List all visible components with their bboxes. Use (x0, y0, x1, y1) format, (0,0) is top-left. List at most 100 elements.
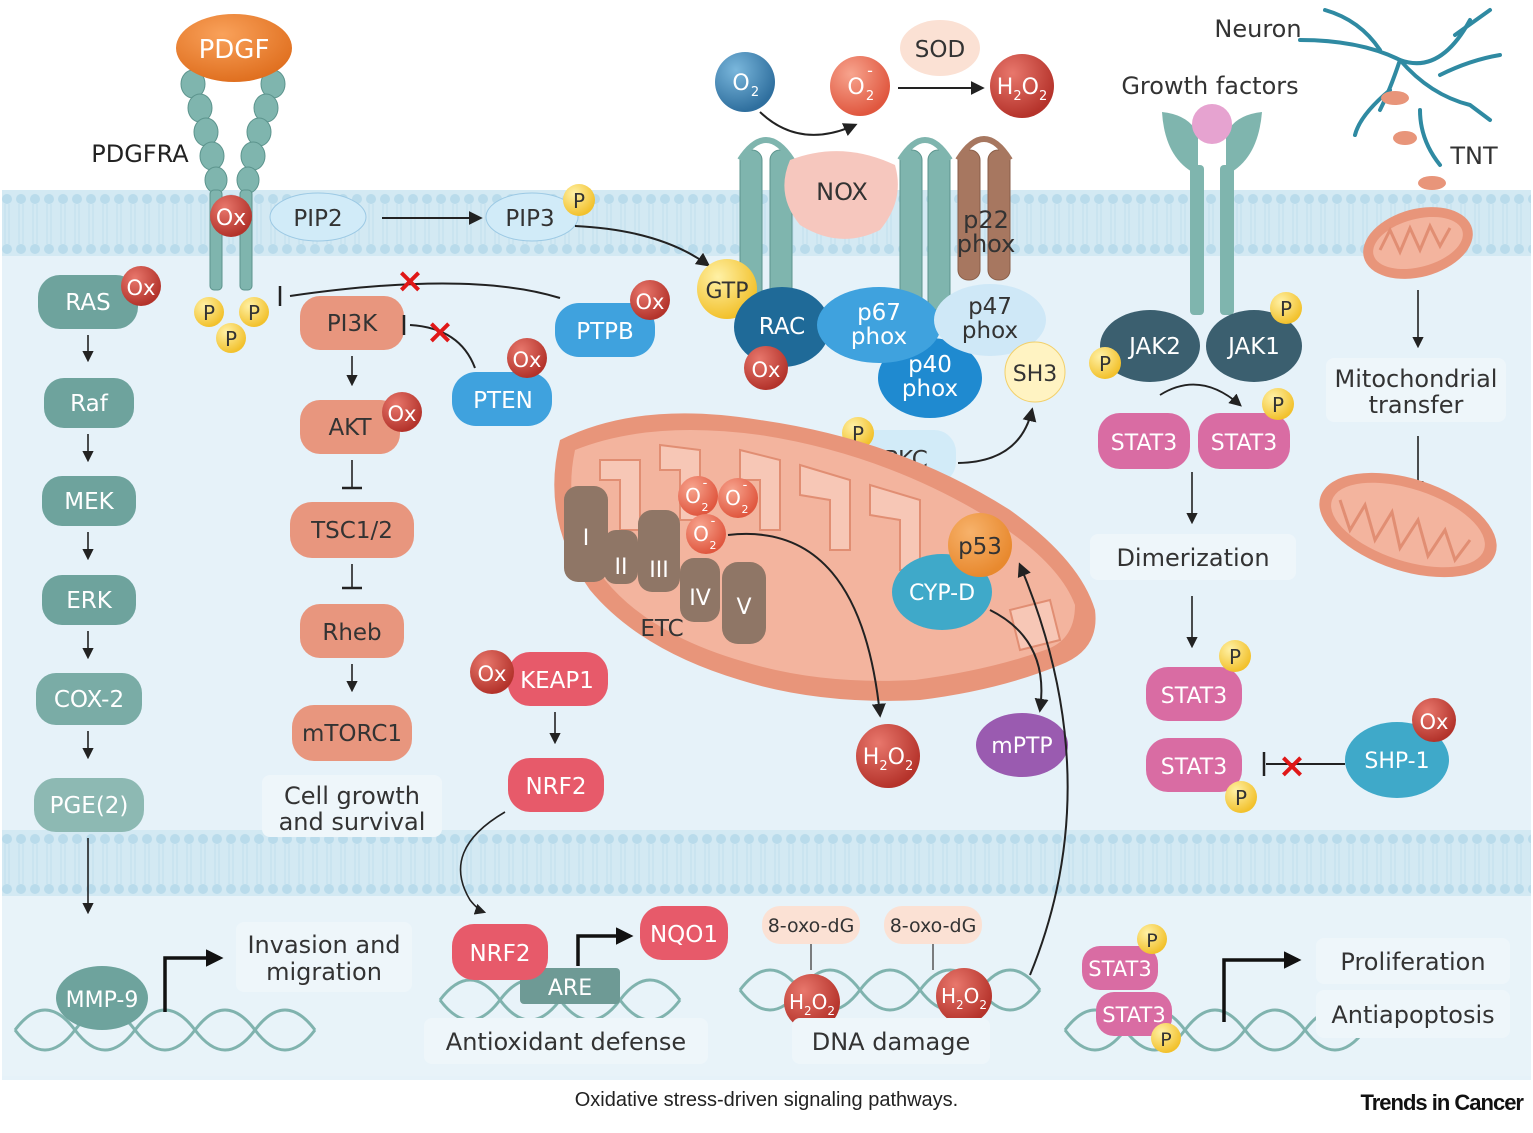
pdgf-label: PDGF (199, 35, 270, 65)
svg-text:RAC: RAC (759, 314, 805, 340)
svg-text:SH3: SH3 (1013, 362, 1058, 387)
svg-text:2: 2 (751, 85, 759, 100)
ox-badge-pdgfra (210, 195, 252, 237)
pten (452, 372, 552, 426)
svg-text:Ox: Ox (478, 662, 507, 686)
antiapoptosis-label: Antiapoptosis (1331, 1001, 1494, 1029)
svg-text:2: 2 (702, 501, 709, 514)
stat3-nuclear-top (1082, 946, 1158, 990)
svg-text:×: × (426, 312, 455, 352)
svg-text:p47: p47 (968, 294, 1012, 320)
svg-text:P: P (1160, 1029, 1171, 1051)
pi3k-pathway: × PI3K × AKT Ox TSC1/2 Rheb mTORC1 (278, 261, 561, 761)
svg-text:p22: p22 (963, 206, 1009, 234)
mapk-pathway: RAS Ox Raf MEK ERK COX-2 PGE(2) (34, 266, 161, 915)
are-label: ARE (548, 976, 592, 1001)
svg-text:P: P (1099, 352, 1111, 376)
svg-text:Ox: Ox (1420, 710, 1449, 734)
phospho-group-pdgfra: P P P (194, 297, 269, 353)
svg-text:STAT3: STAT3 (1161, 684, 1227, 709)
cell-growth-label-1: Cell growth (284, 782, 420, 810)
tnt-label: TNT (1449, 142, 1498, 170)
8-oxo-dg-1 (762, 906, 860, 944)
svg-text:STAT3: STAT3 (1161, 755, 1227, 780)
svg-text:O: O (732, 71, 749, 96)
svg-text:H2O2: H2O2 (789, 990, 835, 1018)
svg-text:P: P (573, 189, 585, 213)
svg-text:Raf: Raf (70, 391, 109, 417)
stat3-nuclear-bottom (1096, 992, 1172, 1036)
svg-text:p40: p40 (908, 352, 952, 378)
svg-text:III: III (649, 558, 668, 583)
mmp9-label: MMP-9 (66, 988, 139, 1013)
proliferation-box (1316, 938, 1510, 984)
svg-text:P: P (1235, 786, 1247, 810)
svg-text:STAT3: STAT3 (1088, 957, 1151, 981)
mito-transfer-label-2: transfer (1369, 391, 1464, 419)
svg-text:COX-2: COX-2 (54, 687, 124, 713)
pten-label: PTEN (473, 388, 533, 414)
pip3-label: PIP3 (505, 206, 554, 232)
svg-text:Ox: Ox (752, 358, 781, 382)
shp-1 (1345, 722, 1449, 798)
are-element (520, 968, 620, 1004)
svg-text:phox: phox (902, 376, 958, 402)
pathway-diagram: PDGF PDGFRA Ox P P P P I P 2 PIP3 P RAS Ox … (2, 8, 1531, 1080)
mito-transfer-box (1326, 358, 1506, 422)
jak2 (1100, 310, 1200, 382)
svg-text:O: O (685, 484, 701, 508)
mptp-label: mPTP (991, 734, 1052, 759)
dimerization-label: Dimerization (1116, 544, 1269, 572)
svg-text:I: I (583, 526, 590, 551)
cell-growth-box (262, 775, 442, 837)
superoxide (830, 56, 890, 116)
svg-text:MEK: MEK (64, 489, 114, 515)
svg-text:2: 2 (742, 503, 749, 516)
svg-text:p67: p67 (857, 300, 901, 326)
8-oxo-dg-2 (884, 906, 982, 944)
svg-text:P: P (248, 301, 260, 325)
svg-text:II: II (615, 555, 628, 580)
h2o2-top (990, 54, 1054, 118)
invasion-box (236, 922, 412, 992)
stat3-dimer-top (1146, 667, 1242, 721)
svg-text:NOX: NOX (816, 178, 868, 206)
jak-receptor (1162, 104, 1262, 315)
svg-text:O: O (725, 486, 741, 510)
svg-text:H2O2: H2O2 (997, 75, 1047, 104)
ox-label: Ox (216, 206, 246, 231)
svg-text:Ox: Ox (127, 276, 156, 300)
svg-text:ETC: ETC (640, 616, 683, 642)
sod (900, 20, 980, 76)
oxygen-molecule (715, 52, 775, 112)
pdgf-ligand (176, 14, 292, 82)
nrf2-label: NRF2 (525, 774, 586, 800)
svg-text:PI3K: PI3K (327, 311, 378, 337)
journal-logo[interactable]: Trends in Cancer (1360, 1090, 1524, 1115)
svg-text:IV: IV (689, 586, 711, 611)
svg-text:O: O (847, 75, 864, 100)
svg-text:×: × (396, 261, 425, 301)
nqo1 (640, 906, 728, 960)
svg-text:V: V (736, 595, 751, 620)
svg-text:P: P (1146, 930, 1157, 952)
jak1-label: JAK1 (1226, 334, 1280, 360)
mmp9 (56, 966, 148, 1030)
neuron-label: Neuron (1214, 15, 1301, 43)
svg-text:phox: phox (957, 230, 1016, 258)
cyp-d-label: CYP-D (909, 581, 975, 606)
p53-label: p53 (958, 534, 1002, 560)
svg-text:AKT: AKT (328, 415, 372, 441)
stat3-2 (1198, 413, 1290, 469)
pdgfra-label: PDGFRA (91, 140, 189, 168)
stat3-dimer-bottom (1146, 738, 1242, 792)
stat3-1 (1098, 413, 1190, 469)
h2o2-mito (856, 724, 920, 788)
svg-text:RAS: RAS (65, 290, 110, 316)
nqo1-label: NQO1 (650, 922, 718, 948)
keap1 (508, 652, 608, 706)
svg-text:P: P (1272, 393, 1284, 417)
svg-text:P: P (1229, 645, 1241, 669)
svg-text:P: P (203, 301, 215, 325)
mptp (976, 713, 1068, 777)
